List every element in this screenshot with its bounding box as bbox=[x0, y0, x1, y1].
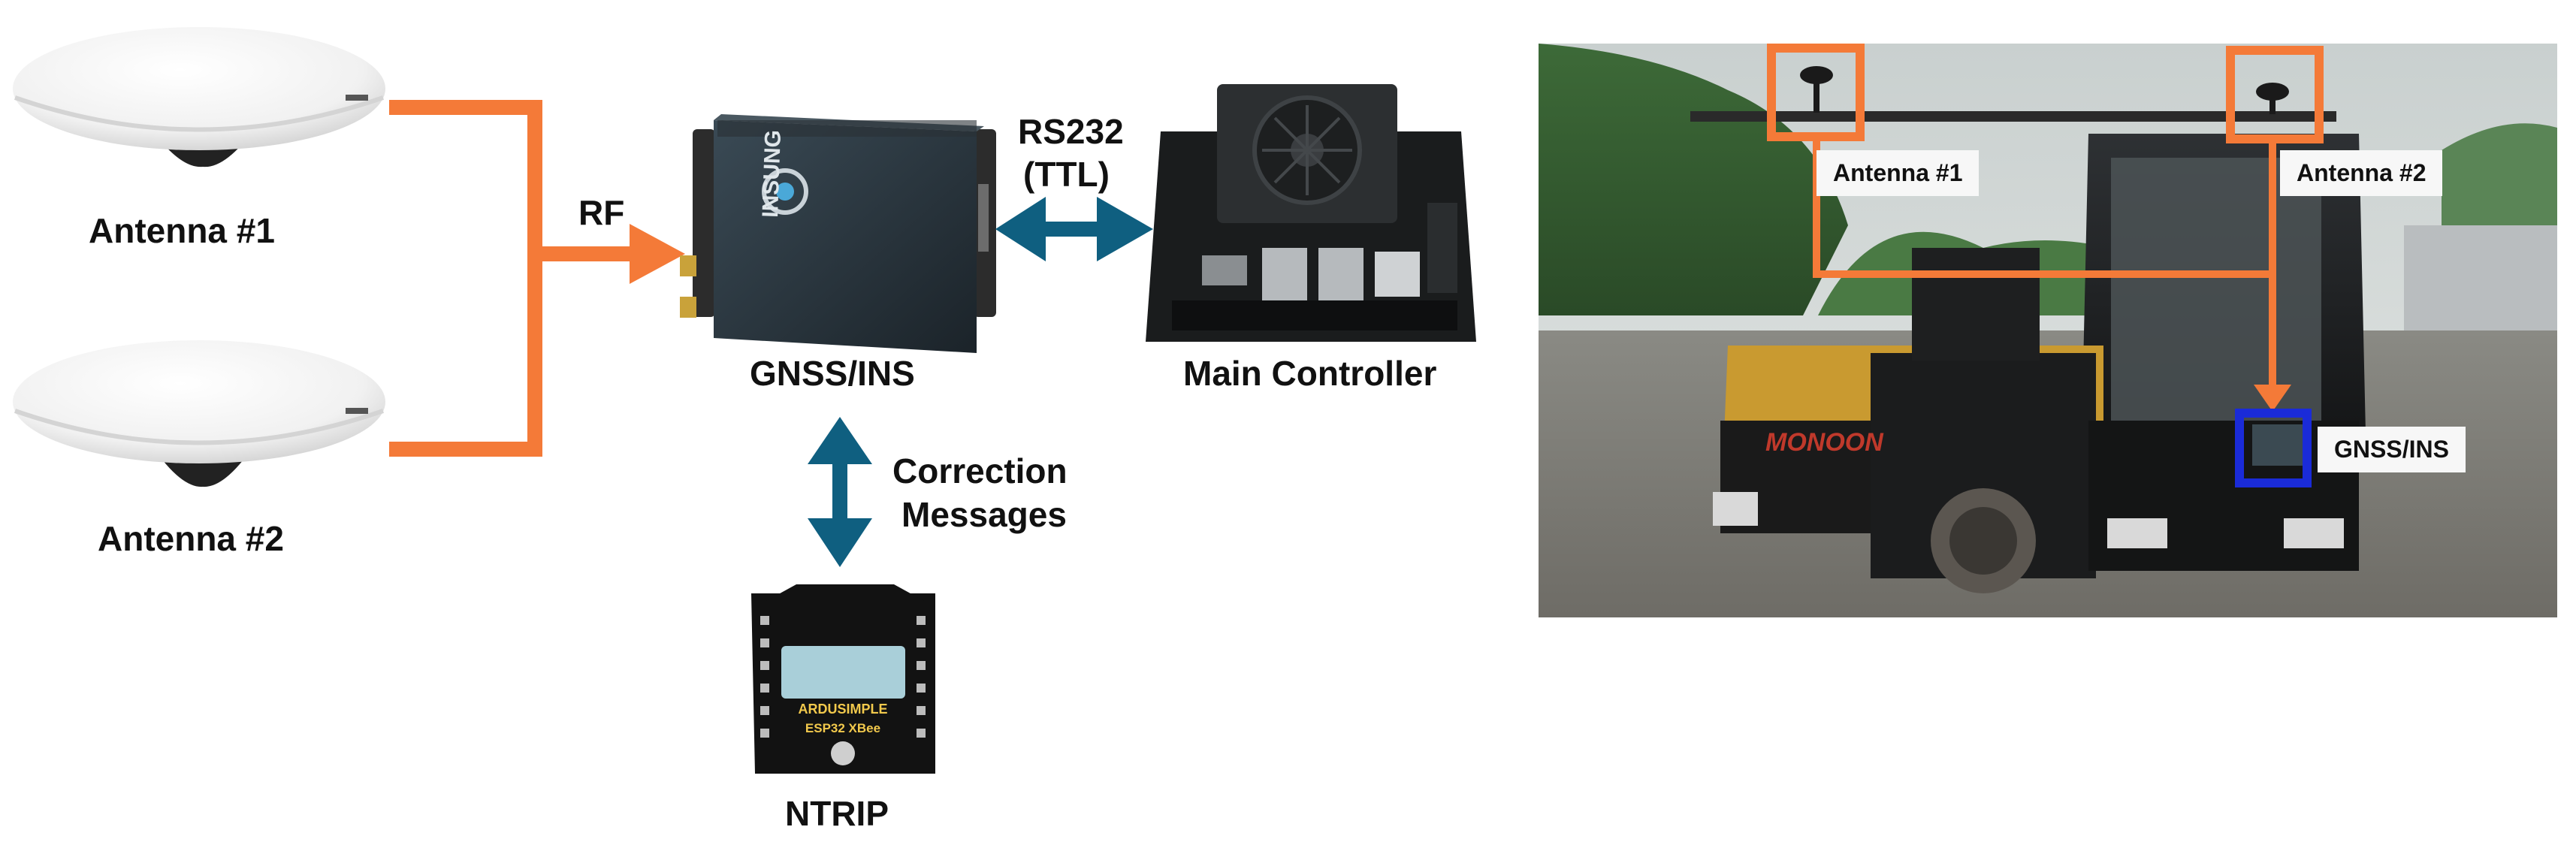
rs232-label-line1: RS232 bbox=[1018, 112, 1124, 151]
antenna-1-image bbox=[13, 27, 385, 167]
main-controller-label: Main Controller bbox=[1183, 354, 1437, 393]
photo-gnss-tag: GNSS/INS bbox=[2318, 427, 2466, 472]
ntrip-board-text-1: ARDUSIMPLE bbox=[798, 702, 887, 717]
main-controller-device bbox=[1146, 84, 1476, 342]
ntrip-label: NTRIP bbox=[785, 794, 889, 833]
correction-arrow bbox=[808, 417, 872, 567]
vehicle-text: MONOON bbox=[1765, 428, 1884, 457]
ntrip-device: ARDUSIMPLE ESP32 XBee bbox=[751, 584, 935, 774]
ntrip-board-text-2: ESP32 XBee bbox=[805, 721, 880, 735]
rf-arrowhead bbox=[630, 224, 685, 284]
photo-antenna-1-tag: Antenna #1 bbox=[1816, 150, 1980, 196]
rf-label: RF bbox=[578, 193, 625, 232]
gnss-brand-text: INSUNG bbox=[758, 129, 786, 218]
rf-connection bbox=[389, 100, 631, 457]
rs232-arrow bbox=[995, 197, 1153, 261]
correction-label-line2: Messages bbox=[901, 495, 1067, 534]
antenna-2-highlight-box bbox=[2226, 46, 2324, 143]
antenna-2-image bbox=[13, 340, 385, 487]
gnss-highlight-box bbox=[2235, 409, 2312, 487]
rs232-label-line2: (TTL) bbox=[1023, 155, 1110, 194]
gnss-ins-device: INSUNG bbox=[680, 114, 996, 353]
antenna-1-highlight-box bbox=[1767, 44, 1865, 141]
photo-antenna-2-tag: Antenna #2 bbox=[2280, 150, 2443, 196]
gnss-ins-label: GNSS/INS bbox=[750, 354, 915, 393]
antenna-1-label: Antenna #1 bbox=[89, 211, 275, 250]
correction-label-line1: Correction bbox=[892, 451, 1068, 490]
antenna-2-label: Antenna #2 bbox=[98, 519, 284, 558]
photo-arrowhead bbox=[2254, 385, 2291, 412]
field-photo: MONOON bbox=[1539, 44, 2557, 617]
